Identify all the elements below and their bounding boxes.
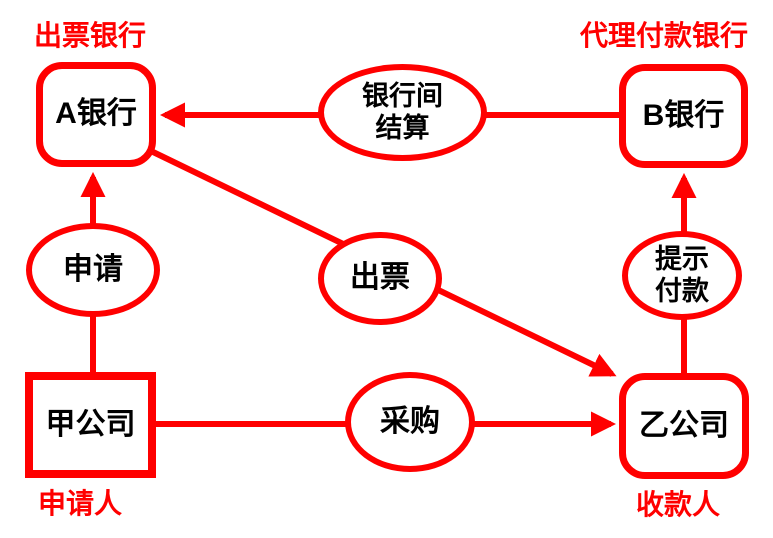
node-company-yi-label: 乙公司	[639, 408, 729, 442]
caption-agent-paying-bank: 代理付款银行	[580, 20, 749, 51]
interbank-settlement-line2: 结算	[375, 112, 430, 143]
ellipse-purchase: 采购	[345, 372, 475, 472]
node-bank-b-label: B银行	[642, 98, 725, 132]
purchase-label: 采购	[380, 404, 440, 438]
issue-draft-label: 出票	[350, 261, 410, 295]
ellipse-present-for-payment: 提示 付款	[622, 231, 742, 320]
node-bank-b: B银行	[619, 64, 748, 168]
node-company-jia: 甲公司	[25, 372, 156, 478]
ellipse-issue-draft: 出票	[318, 232, 442, 325]
node-bank-a-label: A银行	[55, 97, 137, 131]
apply-label: 申请	[63, 252, 123, 286]
interbank-settlement-line1: 银行间	[362, 81, 443, 112]
node-company-jia-label: 甲公司	[45, 407, 136, 441]
ellipse-apply: 申请	[26, 223, 160, 317]
node-company-yi: 乙公司	[619, 373, 749, 479]
caption-payee: 收款人	[636, 489, 721, 520]
caption-applicant: 申请人	[38, 488, 123, 519]
node-bank-a: A银行	[36, 62, 156, 167]
ellipse-interbank-settlement: 银行间 结算	[318, 64, 487, 161]
present-for-payment-line2: 付款	[655, 275, 709, 306]
present-for-payment-line1: 提示	[655, 244, 709, 275]
caption-issuing-bank: 出票银行	[34, 20, 147, 51]
